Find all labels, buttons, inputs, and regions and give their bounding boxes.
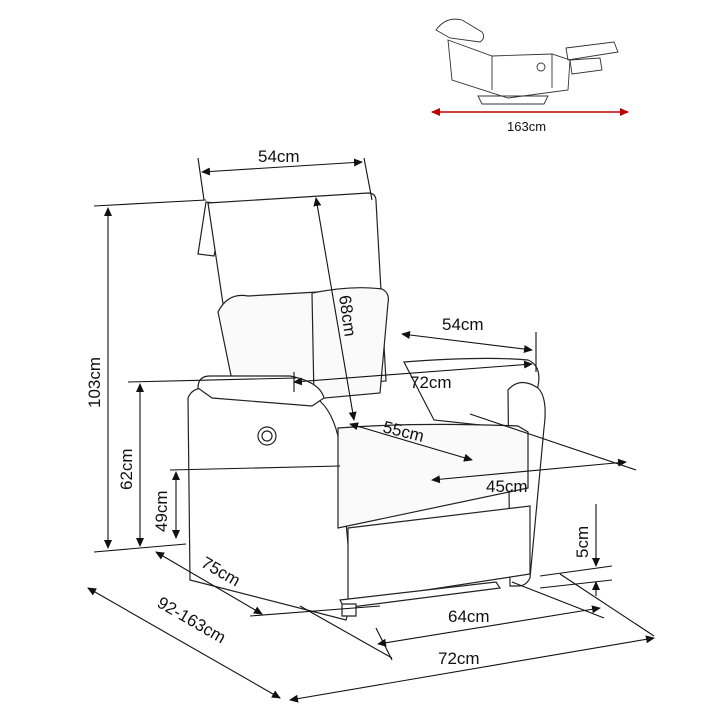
label-seat-width: 72cm xyxy=(410,373,452,392)
recliner-chair xyxy=(187,192,546,621)
label-arm-depth: 54cm xyxy=(442,315,484,334)
label-base-width: 64cm xyxy=(448,607,490,626)
label-seat-height: 49cm xyxy=(152,490,171,532)
label-depth-range: 92-163cm xyxy=(154,593,229,647)
reclined-length-label: 163cm xyxy=(507,119,546,134)
label-total-height: 103cm xyxy=(85,357,104,408)
label-overall-width: 72cm xyxy=(438,649,480,668)
label-arm-height: 62cm xyxy=(117,448,136,490)
label-foot-height: 5cm xyxy=(573,526,592,558)
label-top-width: 54cm xyxy=(258,147,300,166)
label-seat-depth-45: 45cm xyxy=(486,477,528,496)
reclined-chair-thumbnail: 163cm xyxy=(431,18,629,134)
dimension-lines xyxy=(87,157,655,703)
